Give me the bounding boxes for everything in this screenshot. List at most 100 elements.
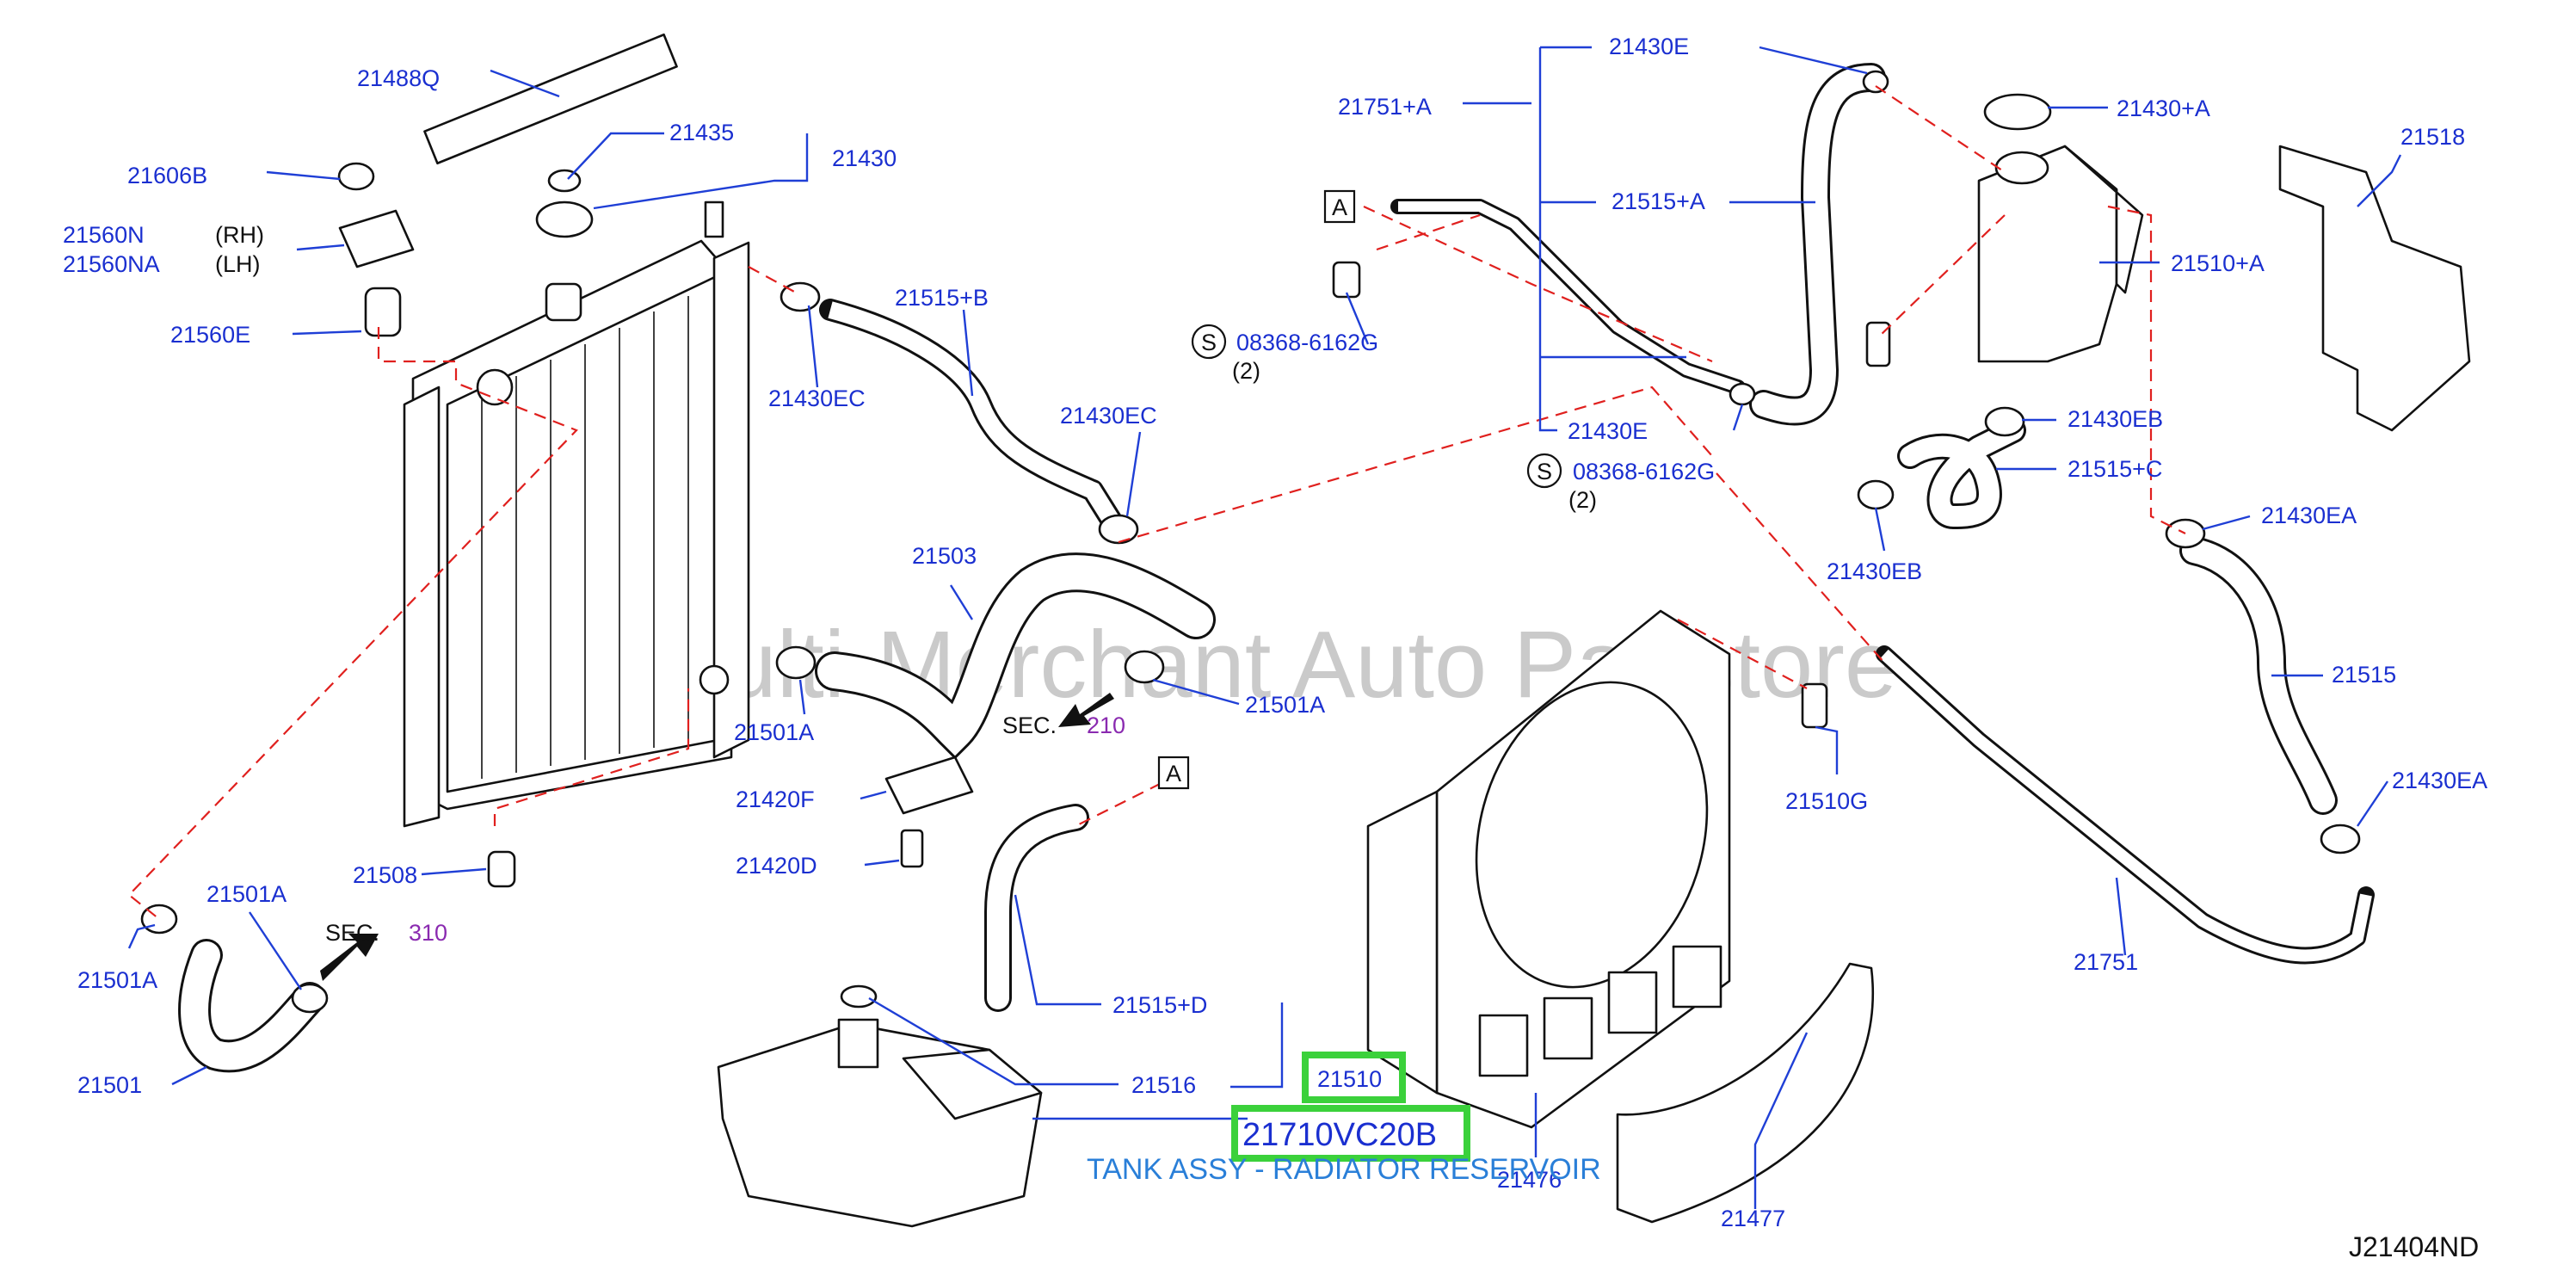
nut-21606b [337,162,375,191]
radiator-drawing [403,33,750,828]
label-21515d: 21515+D [1112,992,1207,1018]
label-21430e-bot: 21430E [1568,418,1648,444]
label-21430e-top: 21430E [1609,34,1689,59]
clamp-21430ea-bot [2320,824,2361,854]
label-21430eb-right: 21430EB [2068,406,2163,432]
label-21488q: 21488Q [357,65,440,91]
callout-circle-s1 [1191,324,1227,360]
bushing-21508 [487,850,516,888]
callout-a1: A [1332,194,1347,220]
bolt-08368-1 [1332,261,1361,299]
label-21560n: 21560N [63,222,145,248]
label-21501a-left: 21501A [734,719,814,745]
highlight-box-part-number [1231,1105,1470,1162]
callout-box-a2 [1157,756,1190,790]
label-sec-210-num: 210 [1087,713,1125,738]
bolt-08368-2 [1865,321,1891,367]
label-21501a-b1: 21501A [77,967,157,993]
label-08368-2: 08368-6162G [1573,459,1715,484]
clamp-21430ec-2 [1098,514,1139,545]
bolt-21420d [900,829,924,868]
label-21516: 21516 [1131,1072,1196,1098]
radiator-cap-neck [545,282,582,322]
clamp-21501a-right [1124,650,1165,684]
label-21510g: 21510G [1785,788,1868,814]
label-21560e: 21560E [170,322,250,348]
label-21501a-b2: 21501A [206,881,287,907]
highlighted-part-description: TANK ASSY - RADIATOR RESERVOIR [1087,1153,1601,1186]
label-21430eb-left: 21430EB [1827,558,1922,584]
radiator-seal-21488q [423,33,678,165]
label-21560na-side: (LH) [215,251,261,277]
label-21515c: 21515+C [2068,456,2162,482]
label-21518: 21518 [2400,124,2465,150]
bracket-21560n [338,209,415,268]
pipe-21751a [1390,199,1746,395]
label-21430ec-2: 21430EC [1060,403,1157,429]
clamp-21430e-bot [1729,382,1756,406]
reservoir-filler-neck [837,1018,879,1069]
label-21508: 21508 [353,862,417,888]
label-21420f: 21420F [736,787,815,812]
label-21477: 21477 [1721,1206,1785,1231]
label-21606b: 21606B [127,163,207,188]
label-21503: 21503 [912,543,977,569]
bracket-21518 [2278,145,2471,432]
arrow-sec310 [320,934,379,981]
pipe-21751 [1876,645,2375,965]
alignment-lines [127,85,2186,920]
label-21430a: 21430+A [2117,96,2210,121]
callout-circle-s2 [1526,453,1562,489]
label-21501: 21501 [77,1072,142,1098]
reservoir-cap-21430a [1983,93,2052,131]
diagram-code: J21404ND [2349,1231,2479,1262]
label-21515: 21515 [2332,662,2396,688]
label-08368-2-qty: (2) [1568,487,1597,513]
label-21751: 21751 [2074,949,2138,975]
shroud-21477 [1616,962,1875,1224]
clamp-21430e-top [1862,70,1889,94]
clamp-21430eb-left [1857,479,1895,510]
clamp-21501a-b2 [291,983,329,1014]
radiator-cap-21430 [535,200,594,238]
label-21751a: 21751+A [1338,94,1432,120]
label-21560na: 21560NA [63,251,160,277]
callout-box-a1 [1323,189,1356,224]
label-21430ea-bot: 21430EA [2392,768,2487,793]
label-21420d: 21420D [736,853,817,879]
clamp-21501a-left [775,645,817,680]
callout-s1: S [1201,330,1217,355]
leader-lines [127,46,2402,1209]
fan-shroud-21476 [1366,609,1731,1129]
callout-a2: A [1166,761,1181,787]
reservoir-21510a [1977,145,2144,363]
label-08368-1-qty: (2) [1232,358,1260,384]
label-21430: 21430 [832,145,897,171]
label-21515a: 21515+A [1612,188,1705,214]
reservoir-tank-21710vc20b [717,984,1043,1228]
label-sec-310-num: 310 [409,920,447,946]
label-21510: 21510 [1317,1066,1382,1092]
label-21430ea-top: 21430EA [2261,503,2357,528]
reservoir-cap-21516 [840,984,878,1009]
bushing-21560e [364,287,402,337]
label-21435: 21435 [669,120,734,145]
bracket-21420f [884,756,974,815]
cap-seal-21435 [547,169,582,193]
label-sec-310: SEC. [325,920,379,946]
label-21476: 21476 [1497,1167,1562,1193]
clamp-21430eb-right [1984,406,2025,437]
arrow-sec210 [1058,693,1114,727]
label-21510a: 21510+A [2171,250,2265,276]
label-21501a-right: 21501A [1245,692,1325,718]
label-21515b: 21515+B [895,285,989,311]
highlighted-part-number: 21710VC20B [1242,1117,1437,1153]
callout-s2: S [1537,459,1552,484]
bolt-21510g [1801,682,1828,729]
label-sec-210: SEC. [1002,713,1057,738]
label-08368-1: 08368-6162G [1236,330,1378,355]
label-21430ec-1: 21430EC [768,386,866,411]
highlight-box-21510 [1302,1052,1406,1103]
label-21560n-side: (RH) [215,222,264,248]
